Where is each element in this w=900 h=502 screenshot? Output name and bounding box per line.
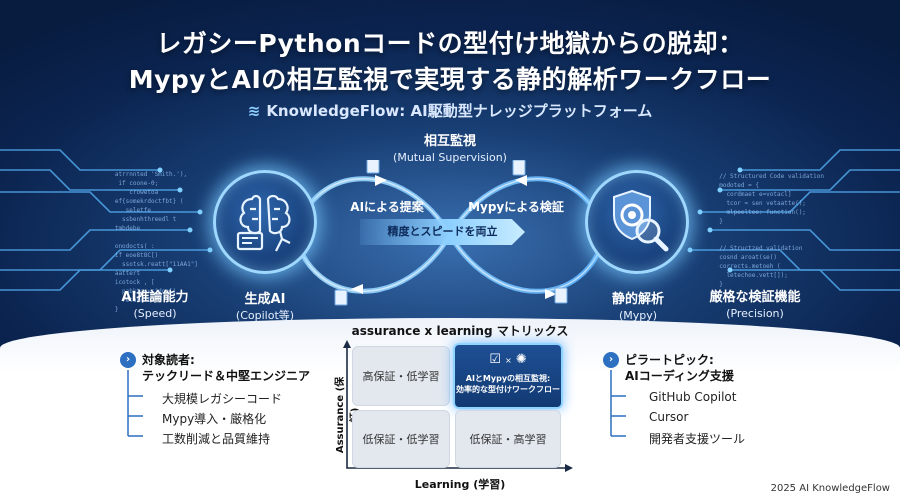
audience-item-2: Mypy導入・厳格化: [162, 412, 267, 426]
matrix-cell-top-right: ☑ × ✺ AIとMypyの相互監視: 効率的な型付けワークフロー: [453, 343, 563, 409]
footer-credit: 2025 AI KnowledgeFlow: [770, 483, 890, 494]
shield-gear-icon: [613, 189, 669, 252]
audience-item-3: 工数削減と品質維持: [162, 432, 271, 446]
audience-section: › 対象読者: テックリード＆中堅エンジニア 大規模レガシーコード Mypy導入…: [120, 352, 311, 446]
ai-inference-sub: (Speed): [133, 307, 177, 320]
ai-inference-title: AI推論能力: [121, 290, 189, 305]
pillar-heading1: ピラートピック:: [625, 353, 714, 367]
audience-item-1: 大規模レガシーコード: [162, 392, 283, 406]
title-line-1: レガシーPythonコードの型付け地獄からの脱却：: [156, 29, 744, 58]
chevron-right-icon: ›: [120, 352, 136, 368]
generative-ai-title: 生成AI: [244, 292, 286, 307]
matrix-cell-bottom-right: 低保証・高学習: [455, 410, 561, 468]
static-analysis-title: 静的解析: [611, 292, 664, 307]
circuit-lines: [0, 149, 900, 291]
wave-icon: ≋: [247, 102, 261, 120]
pillar-heading2: AIコーディング支援: [625, 369, 734, 383]
chevron-right-icon: ›: [603, 352, 619, 368]
matrix-cell-top-left: 高保証・低学習: [352, 346, 450, 406]
matrix-axes: [343, 340, 573, 472]
static-analysis-label: 静的解析 (Mypy): [588, 292, 688, 324]
mutual-label: 相互監視: [423, 134, 476, 149]
pillar-item-1: GitHub Copilot: [649, 390, 737, 404]
x-axis-label: Learning (学習): [414, 478, 506, 491]
generative-ai-label: 生成AI (Copilot等): [215, 292, 315, 324]
mypy-verify-label: Mypyによる検証: [468, 200, 564, 214]
tree-lines: [127, 370, 143, 437]
pillar-item-3: 開発者支援ツール: [649, 432, 746, 446]
mutual-sub: (Mutual Supervision): [393, 151, 507, 164]
generative-ai-sub: (Copilot等): [235, 309, 295, 322]
check-brain-icon: ☑ × ✺: [489, 352, 527, 367]
ai-inference-label: AI推論能力 (Speed): [100, 290, 210, 322]
title-line-2: MypyとAIの相互監視で実現する静的解析ワークフロー: [128, 65, 772, 94]
subtitle-text: KnowledgeFlow: AI駆動型ナレッジプラットフォーム: [266, 102, 653, 120]
strict-verification-title: 厳格な検証機能: [709, 290, 801, 305]
static-analysis-sub: (Mypy): [618, 309, 658, 322]
strict-verification-sub: (Precision): [726, 307, 784, 320]
matrix-cell-bottom-left: 低保証・低学習: [352, 410, 450, 468]
code-snippet-right: // Structured Code validation modoted = …: [719, 173, 824, 288]
ai-proposal-label: AIによる提案: [350, 200, 424, 214]
strict-verification-label: 厳格な検証機能 (Precision): [690, 290, 820, 322]
subtitle: ≋ KnowledgeFlow: AI駆動型ナレッジプラットフォーム: [0, 100, 900, 121]
center-arrow: 精度とスピードを両立: [360, 219, 525, 245]
static-analysis-circle: [585, 170, 689, 274]
pillar-item-2: Cursor: [649, 410, 689, 424]
top-right-line1: AIとMypyの相互監視:: [465, 374, 551, 383]
brain-robot-icon: [236, 194, 291, 252]
tree-lines: [610, 370, 626, 437]
mutual-supervision-label: 相互監視 (Mutual Supervision): [380, 134, 520, 166]
generative-ai-circle: [213, 170, 317, 274]
audience-heading2: テックリード＆中堅エンジニア: [142, 369, 311, 383]
audience-heading1: 対象読者:: [142, 353, 195, 367]
code-snippet-left: atrrnnted 'Smith.'), if coone-0; croweto…: [114, 171, 198, 313]
matrix-title: assurance x learning マトリックス: [351, 324, 569, 338]
lower-panel: [0, 318, 900, 502]
pillar-section: › ピラートピック: AIコーディング支援 GitHub Copilot Cur…: [603, 352, 745, 446]
top-right-line2: 効率的な型付けワークフロー: [456, 385, 560, 394]
